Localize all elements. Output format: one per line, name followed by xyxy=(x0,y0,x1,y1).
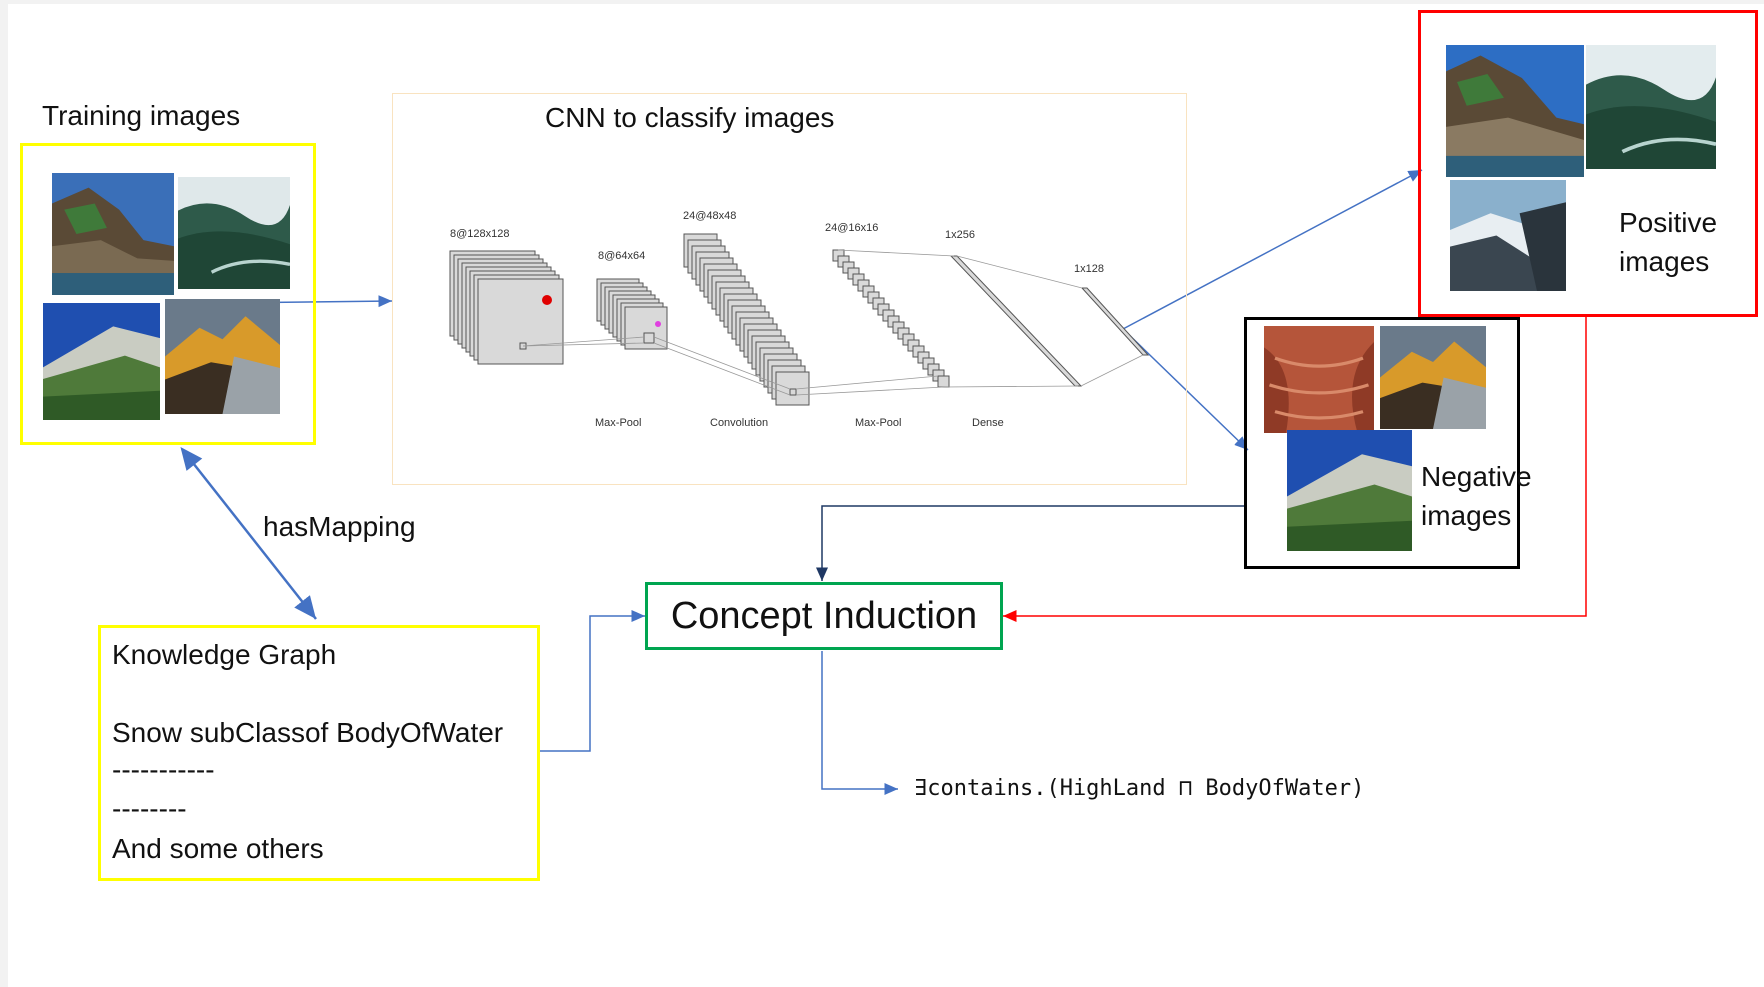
negative-image-golden-peak xyxy=(1380,326,1486,429)
cnn-title: CNN to classify images xyxy=(545,102,835,133)
cnn-dim-2: 8@64x64 xyxy=(598,250,646,262)
arrow-kg-to-concept xyxy=(540,610,645,752)
positive-image-valley xyxy=(1586,45,1716,169)
training-image-valley xyxy=(178,177,290,289)
cnn-panel xyxy=(392,93,1187,485)
feature-dot-red xyxy=(542,295,552,305)
cnn-layer-maxpool-2: Max-Pool xyxy=(855,417,902,429)
cnn-dim-1: 8@128x128 xyxy=(450,228,510,240)
arrow-concept-to-result xyxy=(821,651,898,795)
kg-dash-line-2: -------- xyxy=(112,793,187,824)
feature-dot-pink xyxy=(655,321,661,327)
cnn-layer-dense: Dense xyxy=(972,417,1004,429)
negative-images-box: Negative images xyxy=(1244,317,1532,569)
arrow-positive-to-concept xyxy=(1003,317,1587,622)
arrow-cnn-to-positive xyxy=(1122,169,1423,330)
concept-induction-box: Concept Induction xyxy=(645,582,1003,650)
cnn-dim-4: 24@16x16 xyxy=(825,222,879,234)
cnn-layer-maxpool-1: Max-Pool xyxy=(595,417,642,429)
arrow-negative-to-concept xyxy=(816,505,1247,581)
negative-label-line1: Negative xyxy=(1421,461,1532,492)
kg-axiom: Snow subClassof BodyOfWater xyxy=(112,717,504,748)
kg-others: And some others xyxy=(112,833,324,864)
slide-canvas: Training images CNN to classify images xyxy=(8,4,1764,987)
cnn-dim-5: 1x256 xyxy=(945,229,975,241)
training-images-title: Training images xyxy=(42,100,241,131)
positive-label-line2: images xyxy=(1619,246,1710,277)
kg-dash-line-1: ----------- xyxy=(112,754,215,785)
cnn-dim-6: 1x128 xyxy=(1074,263,1104,275)
negative-label-line2: images xyxy=(1421,500,1512,531)
knowledge-graph-box: Knowledge Graph Snow subClassof BodyOfWa… xyxy=(98,625,540,881)
cnn-dim-3: 24@48x48 xyxy=(683,210,737,222)
negative-image-canyon xyxy=(1264,326,1374,433)
positive-image-cliff xyxy=(1446,45,1584,177)
connector-arrows xyxy=(180,169,1587,795)
training-images-box xyxy=(20,143,316,445)
training-image-golden-peak xyxy=(165,299,280,414)
positive-label-line1: Positive xyxy=(1619,207,1718,238)
arrow-cnn-to-negative xyxy=(1122,328,1249,451)
kg-title: Knowledge Graph xyxy=(112,639,337,670)
result-expression: ∃contains.(HighLand ⊓ BodyOfWater) xyxy=(914,776,1365,801)
positive-images-box: Positive images xyxy=(1418,10,1758,317)
cnn-architecture-diagram xyxy=(449,233,1150,406)
concept-induction-label: Concept Induction xyxy=(670,594,978,637)
has-mapping-label: hasMapping xyxy=(263,511,416,542)
cnn-layer-convolution: Convolution xyxy=(710,417,769,429)
negative-image-meadow xyxy=(1287,430,1412,551)
positive-image-glacier xyxy=(1450,180,1566,291)
training-image-cliff xyxy=(52,173,174,295)
training-image-meadow xyxy=(43,303,160,420)
arrow-has-mapping xyxy=(180,447,317,620)
